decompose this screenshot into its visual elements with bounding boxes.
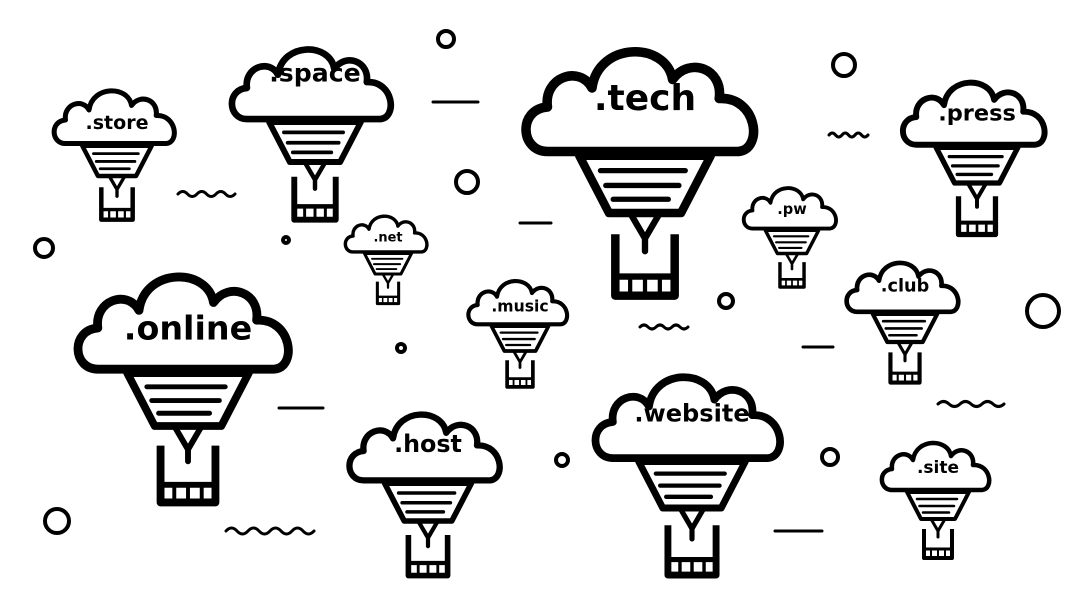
balloon-ropes — [626, 209, 664, 255]
balloon-ropes — [416, 518, 440, 549]
cloud-balloon — [466, 279, 570, 327]
decor-wave — [827, 131, 870, 139]
cloud-balloon — [346, 411, 503, 484]
balloon-site: .site — [879, 440, 992, 560]
balloon-host: .host — [346, 411, 503, 579]
balloon-space: .space — [228, 46, 395, 223]
balloon-label: .space — [269, 59, 361, 88]
balloon-ropes — [107, 174, 127, 198]
balloon-store: .store — [51, 88, 177, 222]
balloon-ropes — [677, 505, 707, 542]
balloon-basket — [664, 525, 720, 579]
balloon-pw: .pw — [741, 186, 838, 289]
balloon-ropes — [512, 349, 528, 369]
cloud-balloon — [591, 373, 784, 462]
balloon-label: .tech — [594, 78, 696, 119]
decor-circle — [831, 52, 857, 78]
balloon-label: .site — [917, 458, 959, 478]
cloud-balloon — [879, 440, 992, 493]
decor-circle — [454, 169, 480, 195]
balloon-website: .website — [591, 373, 784, 579]
decorations — [33, 29, 1061, 536]
decor-circle — [820, 447, 840, 467]
decor-wave — [176, 190, 237, 198]
decor-wave — [638, 323, 690, 331]
balloon-ropes — [784, 252, 800, 271]
balloon-label: .pw — [777, 201, 807, 218]
balloon-tech: .tech — [521, 47, 759, 300]
decor-circle — [717, 292, 735, 310]
balloon-press: .press — [899, 79, 1048, 238]
cloud-balloon — [899, 79, 1048, 148]
balloon-label: .online — [124, 309, 252, 348]
balloon-basket — [375, 281, 401, 306]
cloud-balloon — [741, 186, 838, 231]
cloud-balloon — [844, 260, 961, 315]
decor-circle — [43, 507, 71, 535]
balloon-ropes — [171, 423, 205, 465]
balloon-label: .website — [634, 399, 749, 427]
cloud-balloon — [228, 46, 395, 123]
balloon-label: .net — [373, 230, 402, 245]
balloon-label: .music — [491, 296, 548, 315]
balloon-ropes — [929, 517, 947, 539]
balloon-ropes — [965, 181, 989, 209]
cloud-balloon — [343, 214, 429, 254]
decor-circle — [33, 237, 55, 259]
cloud-balloon — [51, 88, 177, 147]
decor-circle — [1025, 293, 1061, 329]
decor-circle — [436, 29, 456, 49]
balloon-label: .press — [938, 101, 1016, 127]
decor-wave — [224, 526, 316, 536]
cloud-balloon — [73, 272, 293, 374]
decor-wave — [936, 400, 1006, 408]
balloon-label: .store — [85, 112, 148, 134]
balloon-ropes — [302, 159, 328, 191]
cloud-balloon — [521, 47, 759, 157]
balloon-club: .club — [844, 260, 961, 385]
decor-circle — [281, 235, 291, 245]
balloon-label: .club — [881, 276, 929, 296]
decor-circle — [554, 452, 570, 468]
balloon-label: .host — [394, 430, 462, 458]
balloon-online: .online — [73, 272, 293, 507]
balloon-ropes — [896, 340, 914, 363]
balloon-basket — [778, 262, 806, 289]
balloon-basket — [505, 360, 535, 389]
balloon-basket — [955, 196, 999, 238]
decor-circle — [395, 342, 407, 354]
balloon-music: .music — [466, 279, 570, 389]
balloon-net: .net — [343, 214, 429, 306]
balloon-ropes — [381, 272, 395, 289]
